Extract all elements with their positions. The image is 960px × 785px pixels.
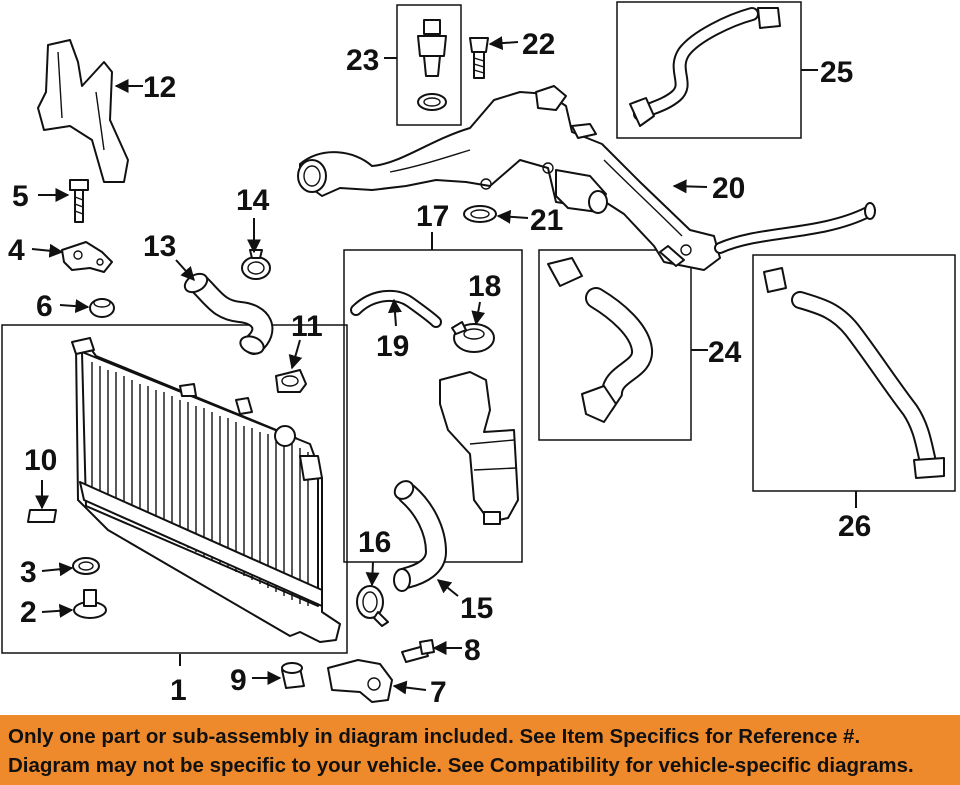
hose-24-group-box bbox=[538, 249, 692, 441]
radiator-group-box bbox=[1, 324, 348, 654]
hose-19 bbox=[350, 289, 442, 328]
callout-3: 3 bbox=[20, 556, 37, 589]
callout-20: 20 bbox=[712, 172, 745, 205]
thermostat-23 bbox=[417, 19, 447, 111]
thermostat-group-box bbox=[396, 4, 462, 126]
radiator-cap-11 bbox=[275, 369, 307, 393]
callout-25: 25 bbox=[820, 56, 853, 89]
callout-13: 13 bbox=[143, 230, 176, 263]
callout-14: 14 bbox=[236, 184, 270, 217]
callout-8: 8 bbox=[464, 634, 481, 667]
disclaimer-banner: Only one part or sub-assembly in diagram… bbox=[0, 715, 960, 785]
washer-3 bbox=[72, 557, 100, 575]
disclaimer-line-2: Diagram may not be specific to your vehi… bbox=[8, 754, 914, 777]
callout-1: 1 bbox=[170, 674, 187, 707]
bolt-5 bbox=[69, 179, 89, 223]
hose-26 bbox=[763, 267, 945, 479]
label-10 bbox=[27, 509, 57, 523]
callout-23: 23 bbox=[346, 44, 379, 77]
callout-10: 10 bbox=[24, 444, 57, 477]
parts-diagram: 12 5 4 6 13 14 11 10 3 2 1 9 7 8 16 15 1… bbox=[1, 1, 956, 709]
bolt-22 bbox=[469, 37, 489, 79]
callout-12: 12 bbox=[143, 71, 176, 104]
bracket-7 bbox=[327, 659, 393, 703]
bracket-4 bbox=[61, 241, 113, 273]
callout-26: 26 bbox=[838, 510, 871, 543]
callout-15: 15 bbox=[460, 592, 493, 625]
water-pipe-20 bbox=[297, 85, 876, 271]
callout-4: 4 bbox=[8, 234, 25, 267]
callout-16: 16 bbox=[358, 526, 391, 559]
callout-24: 24 bbox=[708, 336, 742, 369]
callout-17: 17 bbox=[416, 200, 449, 233]
callout-21: 21 bbox=[530, 204, 563, 237]
radiator-core bbox=[71, 337, 341, 643]
callout-2: 2 bbox=[20, 596, 37, 629]
disclaimer-line-1: Only one part or sub-assembly in diagram… bbox=[8, 725, 861, 748]
gasket-21 bbox=[463, 205, 497, 223]
shroud-panel bbox=[37, 39, 129, 183]
clamp-16 bbox=[356, 585, 389, 627]
bushing-6 bbox=[89, 298, 115, 318]
hose-26-group-box bbox=[752, 254, 956, 492]
hose-24 bbox=[547, 257, 653, 423]
grommet-9 bbox=[281, 662, 305, 689]
callout-19: 19 bbox=[376, 330, 409, 363]
callout-9: 9 bbox=[230, 664, 247, 697]
hose-25 bbox=[629, 7, 781, 127]
callout-18: 18 bbox=[468, 270, 501, 303]
reservoir-group-box bbox=[343, 249, 523, 563]
clamp-14 bbox=[241, 249, 271, 280]
bolt-8 bbox=[401, 639, 435, 663]
callout-7: 7 bbox=[430, 676, 447, 709]
callout-22: 22 bbox=[522, 28, 555, 61]
callout-5: 5 bbox=[12, 180, 29, 213]
callout-11: 11 bbox=[291, 310, 323, 343]
upper-hose-13 bbox=[183, 272, 274, 355]
callout-6: 6 bbox=[36, 290, 53, 323]
reservoir-tank bbox=[439, 371, 519, 525]
lower-hose-15 bbox=[393, 480, 448, 592]
reservoir-cap-18 bbox=[451, 321, 495, 353]
drain-plug-2 bbox=[73, 589, 107, 619]
